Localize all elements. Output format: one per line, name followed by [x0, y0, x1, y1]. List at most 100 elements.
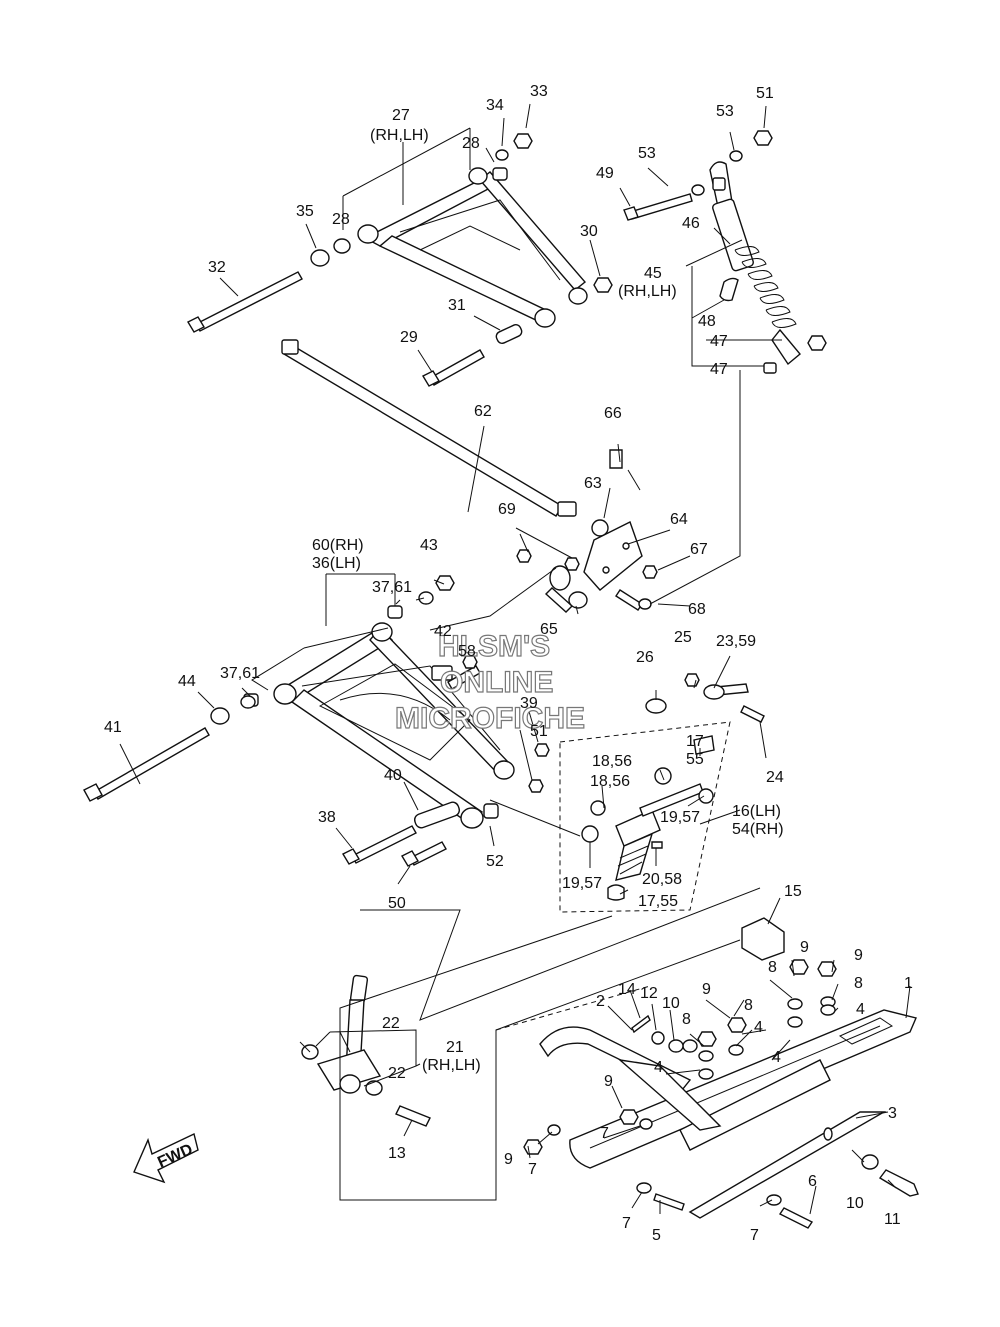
- part-label: 40: [384, 767, 402, 784]
- part-label: 8: [744, 997, 753, 1014]
- part-label: 5: [652, 1227, 661, 1244]
- part-label: 4: [856, 1001, 865, 1018]
- part-label: 33: [530, 83, 548, 100]
- part-label: 9: [702, 981, 711, 998]
- part-label: 17,55: [638, 893, 678, 910]
- stabilizer-bar: [281, 339, 577, 517]
- part-label: 37,61: [372, 579, 412, 596]
- part-label: 6: [808, 1173, 817, 1190]
- part-label: 15: [784, 883, 802, 900]
- part-label: 7: [750, 1227, 759, 1244]
- part-label: 9: [854, 947, 863, 964]
- part-label: 14: [618, 981, 636, 998]
- part-label: 64: [670, 511, 688, 528]
- part-label: 53: [638, 145, 656, 162]
- part-label: 19,57: [660, 809, 700, 826]
- part-label: 46: [682, 215, 700, 232]
- watermark-line-3: MICROFICHE: [395, 702, 585, 735]
- part-label: 7: [600, 1125, 609, 1142]
- part-label: 23,59: [716, 633, 756, 650]
- part-label: 31: [448, 297, 466, 314]
- part-label: 48: [698, 313, 716, 330]
- part-label: 65: [540, 621, 558, 638]
- part-label: 66: [604, 405, 622, 422]
- part-label: 69: [498, 501, 516, 518]
- part-label: 51: [530, 723, 548, 740]
- part-label: (RH,LH): [422, 1057, 481, 1074]
- part-label: 35: [296, 203, 314, 220]
- fwd-arrow: FWD: [133, 1133, 199, 1184]
- part-label: 36(LH): [312, 555, 361, 572]
- part-label: 24: [766, 769, 784, 786]
- part-label: 43: [420, 537, 438, 554]
- part-label: 21: [446, 1039, 464, 1056]
- part-label: 11: [884, 1211, 901, 1228]
- part-label: 9: [604, 1073, 613, 1090]
- part-label: 28: [332, 211, 350, 228]
- part-label: 10: [662, 995, 680, 1012]
- upper-arm-hardware: [187, 133, 613, 387]
- ski-assembly: [523, 917, 919, 1229]
- part-label: 60(RH): [312, 537, 364, 554]
- part-label: 16(LH): [732, 803, 781, 820]
- part-label: 41: [104, 719, 122, 736]
- part-label: 2: [596, 993, 605, 1010]
- part-label: 8: [768, 959, 777, 976]
- part-label: 47: [710, 361, 728, 378]
- shock-absorber: [623, 130, 827, 374]
- part-label: 52: [486, 853, 504, 870]
- upper-a-arm: [357, 167, 588, 328]
- part-label: 18,56: [592, 753, 632, 770]
- part-label: 4: [754, 1019, 763, 1036]
- watermark-line-1: HLSM'S: [438, 630, 550, 663]
- part-label: 29: [400, 329, 418, 346]
- part-label: 3: [888, 1105, 897, 1122]
- part-label: 49: [596, 165, 614, 182]
- part-label: 20,58: [642, 871, 682, 888]
- part-label: 68: [688, 601, 706, 618]
- part-label: 8: [854, 975, 863, 992]
- part-label: 25: [674, 629, 692, 646]
- watermark-line-2: ONLINE: [440, 666, 553, 699]
- part-label: 39: [520, 695, 538, 712]
- steering-spindle: [559, 673, 765, 913]
- part-label: 63: [584, 475, 602, 492]
- part-label: 1: [904, 975, 913, 992]
- part-labels: 33 34 27 (RH,LH) 28 28 35 32 30 31 29 51…: [104, 83, 913, 1244]
- part-label: 22: [382, 1015, 400, 1032]
- part-label: 54(RH): [732, 821, 784, 838]
- part-label: 7: [622, 1215, 631, 1232]
- part-label: 51: [756, 85, 774, 102]
- part-label: 44: [178, 673, 196, 690]
- part-label: 28: [462, 135, 480, 152]
- part-label: 37,61: [220, 665, 260, 682]
- part-label: 58: [458, 643, 476, 660]
- part-label: 45: [644, 265, 662, 282]
- watermark: HLSM'S ONLINE MICROFICHE: [394, 629, 585, 735]
- part-label: 50: [388, 895, 406, 912]
- part-label: 26: [636, 649, 654, 666]
- part-label: 34: [486, 97, 504, 114]
- part-label: 67: [690, 541, 708, 558]
- part-label: 38: [318, 809, 336, 826]
- part-label: (RH,LH): [370, 127, 429, 144]
- part-label: 4: [772, 1049, 781, 1066]
- part-label: 42: [434, 623, 452, 640]
- part-label: 22: [388, 1065, 406, 1082]
- lower-arm-hardware: [83, 575, 550, 867]
- part-label: 47: [710, 333, 728, 350]
- stabilizer-link: [516, 449, 658, 613]
- part-label: 62: [474, 403, 492, 420]
- part-label: 10: [846, 1195, 864, 1212]
- part-label: 8: [682, 1011, 691, 1028]
- part-label: 18,56: [590, 773, 630, 790]
- part-label: 12: [640, 985, 658, 1002]
- leader-lines: [119, 103, 911, 1215]
- part-label: 19,57: [562, 875, 602, 892]
- spindle-arm-21: [301, 974, 431, 1127]
- part-label: 55: [686, 751, 704, 768]
- part-label: 32: [208, 259, 226, 276]
- part-label: (RH,LH): [618, 283, 677, 300]
- part-label: 13: [388, 1145, 406, 1162]
